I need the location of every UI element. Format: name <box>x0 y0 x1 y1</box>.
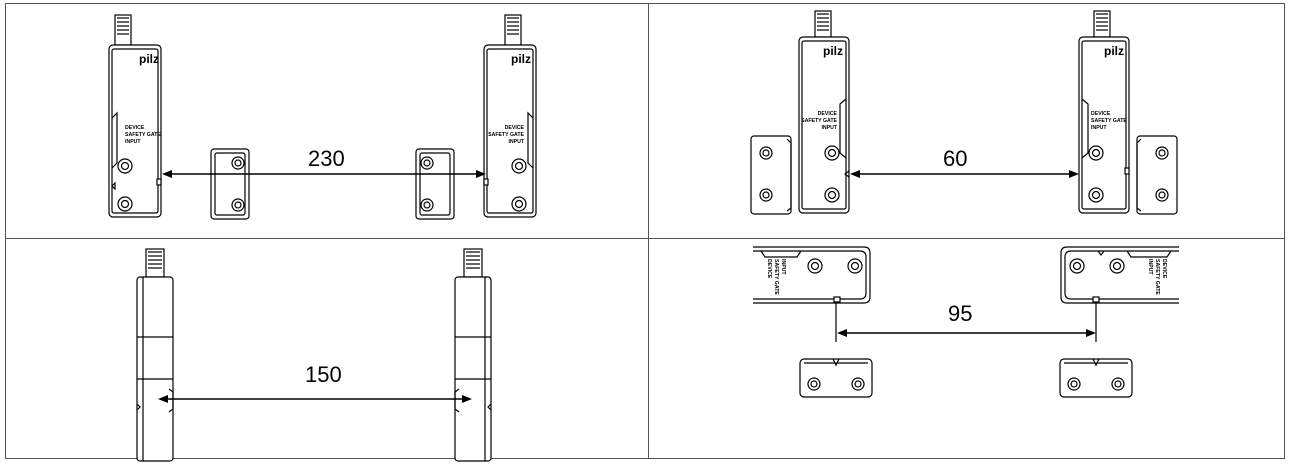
distance-label: 95 <box>948 301 972 326</box>
label-safety-gate: SAFETY GATE <box>125 132 161 138</box>
brand-logo: pilz <box>1104 44 1124 58</box>
label-device: DEVICE <box>766 259 772 279</box>
panel-bottom-right: DEVICE SAFETY GATE INPUT INPUT SAFETY GA… <box>649 239 1285 459</box>
brand-logo: pilz <box>511 52 531 66</box>
actuator-left <box>750 135 792 215</box>
distance-label: 150 <box>305 362 342 387</box>
label-safety-gate: SAFETY GATE <box>1154 259 1160 295</box>
grid-lines <box>5 3 1285 459</box>
sensor-left <box>108 14 162 218</box>
panel-top-right: pilz DEVICE SAFETY GATE INPUT pilz DEVIC… <box>649 3 1285 238</box>
label-input: INPUT <box>125 139 141 145</box>
sensor-right <box>483 14 537 218</box>
sensor-left <box>136 248 174 462</box>
distance-label: 230 <box>308 146 345 171</box>
label-device: DEVICE <box>505 125 525 131</box>
actuator-left <box>799 358 873 398</box>
label-device: DEVICE <box>125 125 145 131</box>
label-safety-gate: SAFETY GATE <box>773 259 779 295</box>
label-device: DEVICE <box>818 111 838 117</box>
actuator-left <box>210 148 250 220</box>
label-safety-gate: SAFETY GATE <box>488 132 524 138</box>
label-input: INPUT <box>1147 259 1153 275</box>
brand-logo: pilz <box>823 44 843 58</box>
sensor-left <box>798 10 850 214</box>
label-device: DEVICE <box>1161 259 1167 279</box>
diagram-grid: pilz DEVICE SAFETY GATE INPUT pilz DEVIC… <box>5 3 1285 462</box>
sensor-right-labels: INPUT SAFETY GATE DEVICE <box>1147 259 1167 295</box>
brand-logo: pilz <box>139 52 159 66</box>
label-input: INPUT <box>780 259 786 275</box>
actuator-right <box>1059 358 1133 398</box>
sensor-right <box>454 248 492 462</box>
sensor-left <box>753 246 871 304</box>
label-device: DEVICE <box>1091 111 1111 117</box>
label-safety-gate: SAFETY GATE <box>801 118 837 124</box>
sensor-right <box>1060 246 1179 304</box>
sensor-left-labels: DEVICE SAFETY GATE INPUT <box>766 259 786 295</box>
dimension-arrow <box>158 395 472 403</box>
dimension-arrow <box>162 170 486 178</box>
actuator-right <box>1136 135 1178 215</box>
panel-bottom-left: 150 <box>5 239 648 462</box>
sensor-right <box>1078 10 1130 214</box>
label-input: INPUT <box>821 125 837 131</box>
label-input: INPUT <box>1091 125 1107 131</box>
label-safety-gate: SAFETY GATE <box>1091 118 1127 124</box>
label-input: INPUT <box>508 139 524 145</box>
panel-top-left: pilz DEVICE SAFETY GATE INPUT pilz DEVIC… <box>5 3 648 238</box>
extension-lines <box>835 303 1097 342</box>
dimension-arrow <box>850 170 1079 178</box>
distance-label: 60 <box>943 146 967 171</box>
actuator-right <box>415 148 455 220</box>
dimension-arrow <box>837 329 1096 337</box>
